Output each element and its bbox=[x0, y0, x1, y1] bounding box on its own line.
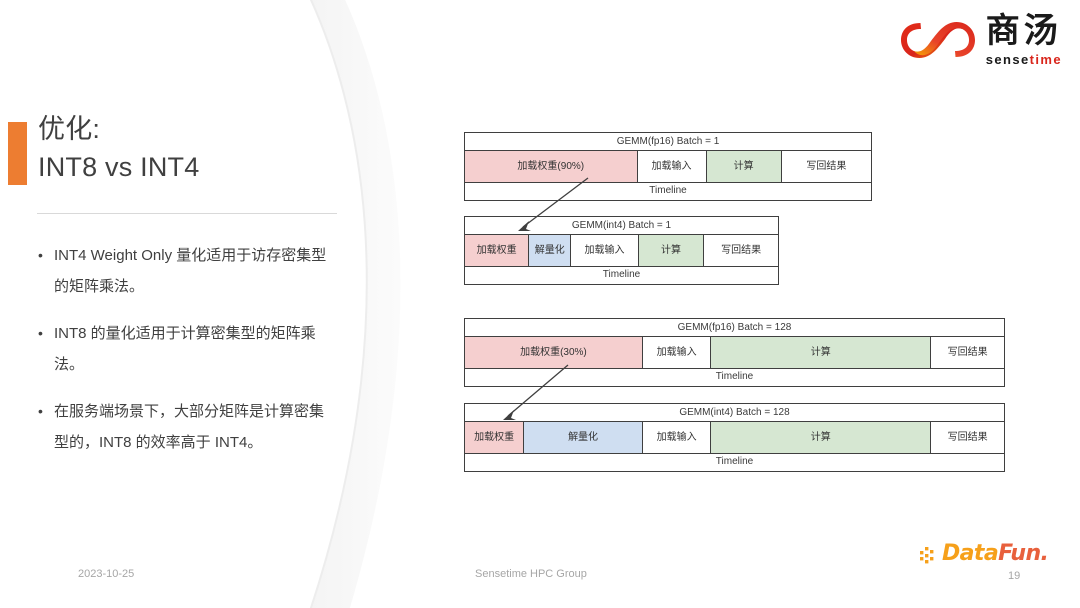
sensetime-logo: 商汤 sensetime bbox=[900, 14, 1062, 66]
datafun-word-data: Data bbox=[942, 541, 999, 566]
datafun-pixel-dots-icon bbox=[920, 546, 934, 563]
stage-compute: 计算 bbox=[638, 235, 705, 266]
diagram-timeline-label: Timeline bbox=[715, 371, 754, 382]
sensetime-chinese-name: 商汤 bbox=[985, 11, 1062, 51]
bullet-marker-icon: • bbox=[38, 247, 43, 263]
bullet-text: 在服务端场景下，大部分矩阵是计算密集型的，INT8 的效率高于 INT4。 bbox=[54, 403, 325, 451]
bullet-list: • INT4 Weight Only 量化适用于访存密集型的矩阵乘法。 • IN… bbox=[38, 240, 338, 474]
title-accent-bar bbox=[8, 122, 27, 185]
diagram-stage-row: 加载权重(30%) 加载输入 计算 写回结果 bbox=[465, 337, 1004, 369]
diagram-stage-row: 加载权重 解量化 加载输入 计算 写回结果 bbox=[465, 235, 778, 267]
stage-dequantize: 解量化 bbox=[524, 422, 643, 453]
stage-write-back: 写回结果 bbox=[931, 337, 1004, 368]
diagram-stage-row: 加载权重(90%) 加载输入 计算 写回结果 bbox=[465, 151, 871, 183]
stage-dequantize: 解量化 bbox=[529, 235, 572, 266]
bullet-text: INT8 的量化适用于计算密集型的矩阵乘法。 bbox=[54, 325, 316, 373]
stage-load-input: 加载输入 bbox=[642, 337, 712, 368]
footer-organization: Sensetime HPC Group bbox=[475, 568, 587, 580]
list-item: • 在服务端场景下，大部分矩阵是计算密集型的，INT8 的效率高于 INT4。 bbox=[38, 396, 338, 458]
list-item: • INT8 的量化适用于计算密集型的矩阵乘法。 bbox=[38, 318, 338, 380]
stage-compute: 计算 bbox=[711, 337, 932, 368]
footer-date: 2023-10-25 bbox=[78, 568, 135, 580]
diagram-header: GEMM(int4) Batch = 128 bbox=[465, 404, 1004, 422]
stage-write-back: 写回结果 bbox=[931, 422, 1004, 453]
page-title-line-2: INT8 vs INT4 bbox=[38, 152, 200, 182]
datafun-wordmark: DataFun. bbox=[942, 541, 1049, 566]
bullet-marker-icon: • bbox=[38, 403, 43, 419]
page-number: 19 bbox=[1008, 570, 1021, 582]
diagram-gemm-int4-batch-1: GEMM(int4) Batch = 1 加载权重 解量化 加载输入 计算 写回… bbox=[464, 216, 779, 285]
sensetime-english-name: sensetime bbox=[986, 53, 1062, 66]
stage-load-weight: 加载权重 bbox=[465, 422, 525, 453]
diagram-timeline-label: Timeline bbox=[649, 185, 687, 196]
stage-load-weight: 加载权重(30%) bbox=[465, 337, 643, 368]
diagram-gemm-fp16-batch-128: GEMM(fp16) Batch = 128 加载权重(30%) 加载输入 计算… bbox=[464, 318, 1005, 387]
bullet-marker-icon: • bbox=[38, 325, 43, 341]
diagram-stage-row: 加载权重 解量化 加载输入 计算 写回结果 bbox=[465, 422, 1004, 454]
stage-write-back: 写回结果 bbox=[781, 151, 871, 182]
diagram-gemm-fp16-batch-1: GEMM(fp16) Batch = 1 加载权重(90%) 加载输入 计算 写… bbox=[464, 132, 872, 201]
sensetime-infinity-icon bbox=[900, 22, 975, 58]
sensetime-en-red: time bbox=[1029, 52, 1062, 67]
stage-compute: 计算 bbox=[711, 422, 932, 453]
diagram-header: GEMM(fp16) Batch = 128 bbox=[465, 319, 1004, 337]
diagram-header: GEMM(fp16) Batch = 1 bbox=[465, 133, 871, 151]
diagram-timeline-label: Timeline bbox=[602, 269, 641, 280]
page-title-line-1: 优化: bbox=[38, 114, 101, 144]
sensetime-wordmark: 商汤 sensetime bbox=[986, 14, 1062, 66]
stage-write-back: 写回结果 bbox=[704, 235, 778, 266]
datafun-logo: DataFun. bbox=[920, 541, 1049, 566]
list-item: • INT4 Weight Only 量化适用于访存密集型的矩阵乘法。 bbox=[38, 240, 338, 302]
bullet-text: INT4 Weight Only 量化适用于访存密集型的矩阵乘法。 bbox=[54, 247, 327, 295]
stage-load-input: 加载输入 bbox=[642, 422, 712, 453]
stage-compute: 计算 bbox=[706, 151, 782, 182]
stage-load-input: 加载输入 bbox=[571, 235, 639, 266]
title-separator bbox=[37, 213, 337, 214]
stage-load-weight: 加载权重(90%) bbox=[465, 151, 638, 182]
datafun-word-fun: Fun. bbox=[998, 541, 1049, 566]
diagram-timeline-label: Timeline bbox=[715, 456, 754, 467]
page-title: 优化: INT8 vs INT4 bbox=[38, 110, 338, 186]
stage-load-weight: 加载权重 bbox=[465, 235, 530, 266]
diagram-gemm-int4-batch-128: GEMM(int4) Batch = 128 加载权重 解量化 加载输入 计算 … bbox=[464, 403, 1005, 472]
sensetime-en-dark: sense bbox=[985, 52, 1030, 67]
diagram-header: GEMM(int4) Batch = 1 bbox=[465, 217, 778, 235]
stage-load-input: 加载输入 bbox=[637, 151, 707, 182]
